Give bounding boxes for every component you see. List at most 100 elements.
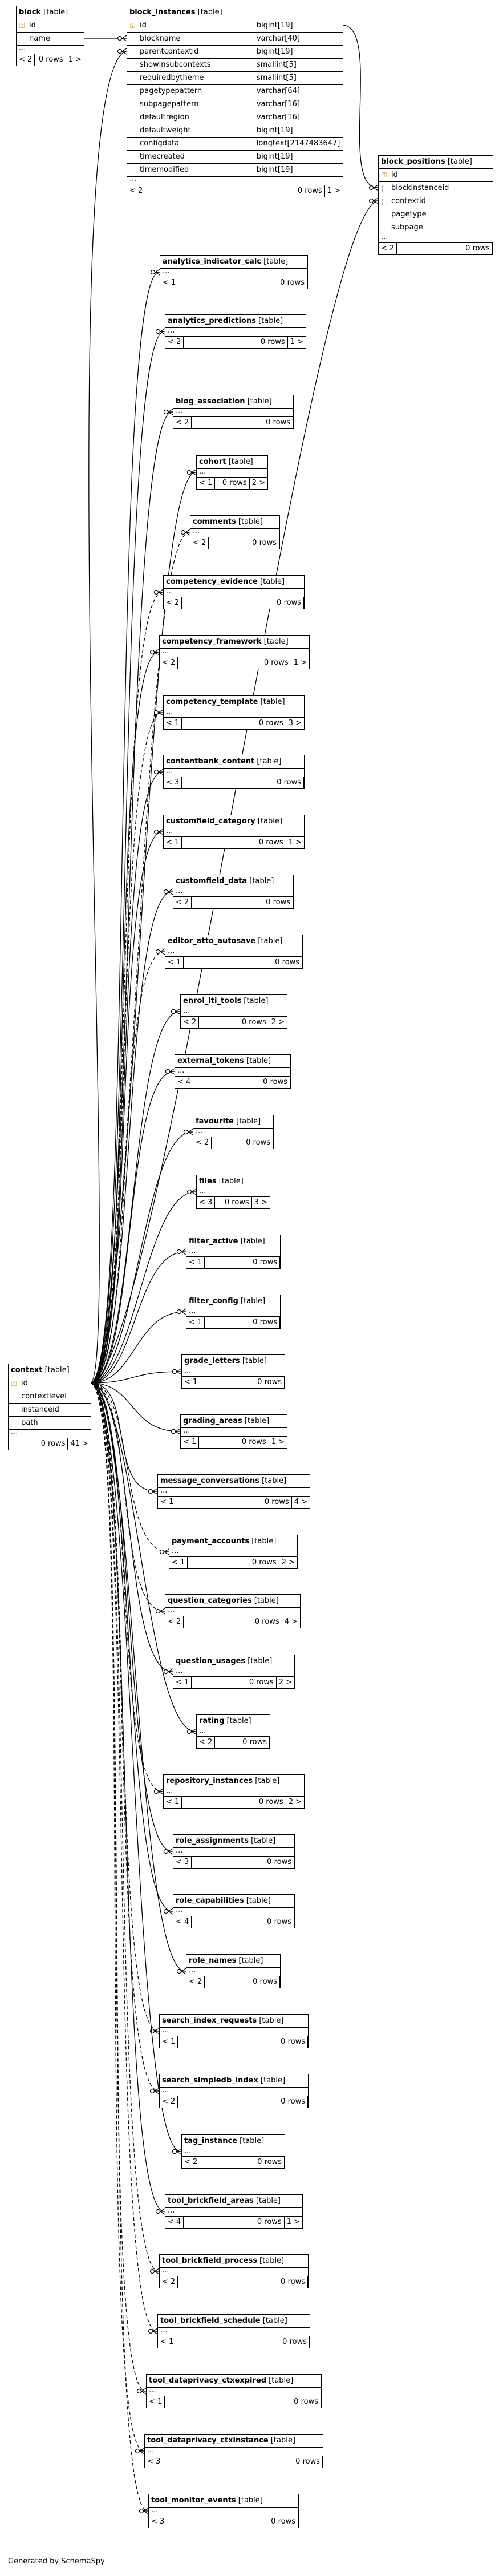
children-count[interactable]: 41 >: [70, 1439, 88, 1448]
parents-count[interactable]: < 4: [173, 1916, 192, 1928]
parents-count[interactable]: < 2: [127, 185, 146, 197]
parents-count[interactable]: < 3: [164, 777, 182, 788]
table-header[interactable]: cohort [table]: [197, 456, 267, 469]
table-header[interactable]: editor_atto_autosave [table]: [165, 935, 302, 948]
table-name[interactable]: customfield_data: [176, 877, 248, 885]
table-header[interactable]: search_simpledb_index [table]: [160, 2074, 308, 2088]
table-header[interactable]: competency_evidence [table]: [164, 576, 304, 589]
table-name[interactable]: grading_areas: [183, 1417, 242, 1425]
table-name[interactable]: customfield_category: [166, 817, 255, 826]
table-block-positions[interactable]: block_positions [table]⚿id¦blockinstance…: [378, 155, 493, 255]
table-header[interactable]: role_capabilities [table]: [173, 1895, 294, 1908]
table-name[interactable]: competency_framework: [162, 637, 262, 646]
parents-count[interactable]: < 1: [165, 957, 184, 968]
table-header[interactable]: block [table]: [17, 6, 84, 19]
table-name[interactable]: block_instances: [129, 8, 196, 17]
table-header[interactable]: competency_template [table]: [164, 696, 304, 709]
parents-count[interactable]: < 2: [160, 657, 178, 669]
table-header[interactable]: analytics_indicator_calc [table]: [160, 256, 307, 269]
table-name[interactable]: tool_dataprivacy_ctxexpired: [149, 2376, 267, 2385]
table-header[interactable]: filter_active [table]: [186, 1235, 280, 1248]
parents-count[interactable]: < 2: [164, 597, 182, 609]
parents-count[interactable]: < 2: [181, 1017, 200, 1028]
parents-count[interactable]: < 1: [164, 718, 182, 729]
parents-count[interactable]: < 2: [17, 54, 35, 66]
table-name[interactable]: cohort: [199, 458, 226, 466]
parents-count[interactable]: < 1: [158, 1497, 177, 1508]
table-header[interactable]: favourite [table]: [193, 1115, 273, 1129]
parents-count[interactable]: < 3: [197, 1197, 216, 1208]
parents-count[interactable]: < 1: [181, 1437, 200, 1448]
table-header[interactable]: message_conversations [table]: [158, 1475, 310, 1488]
table-header[interactable]: role_names [table]: [186, 1955, 280, 1968]
table-header[interactable]: comments [table]: [190, 516, 279, 529]
table-header[interactable]: tool_brickfield_process [table]: [160, 2255, 308, 2268]
table-name[interactable]: tool_brickfield_process: [162, 2256, 257, 2265]
children-count[interactable]: 4 >: [284, 1617, 298, 1626]
parents-count[interactable]: < 2: [193, 1137, 212, 1149]
table-header[interactable]: question_usages [table]: [173, 1655, 294, 1668]
parents-count[interactable]: < 2: [197, 1737, 216, 1748]
table-name[interactable]: enrol_lti_tools: [183, 997, 242, 1005]
table-tool-dataprivacy-ctxexpired[interactable]: tool_dataprivacy_ctxexpired [table]...< …: [146, 2374, 322, 2408]
table-name[interactable]: payment_accounts: [172, 1537, 250, 1546]
table-name[interactable]: tool_monitor_events: [151, 2496, 236, 2505]
table-header[interactable]: files [table]: [197, 1175, 270, 1188]
parents-count[interactable]: < 1: [164, 837, 182, 848]
table-header[interactable]: blog_association [table]: [173, 395, 293, 409]
table-name[interactable]: question_categories: [168, 1596, 252, 1605]
parents-count[interactable]: < 1: [197, 478, 216, 489]
table-header[interactable]: tool_dataprivacy_ctxinstance [table]: [145, 2435, 323, 2448]
table-header[interactable]: tool_brickfield_schedule [table]: [158, 2315, 310, 2328]
table-header[interactable]: tool_brickfield_areas [table]: [165, 2195, 302, 2208]
table-name[interactable]: blog_association: [176, 397, 245, 406]
parents-count[interactable]: < 1: [164, 1797, 182, 1808]
table-header[interactable]: repository_instances [table]: [164, 1775, 304, 1788]
table-header[interactable]: contentbank_content [table]: [164, 755, 304, 769]
table-name[interactable]: tool_dataprivacy_ctxinstance: [147, 2436, 269, 2445]
table-name[interactable]: external_tokens: [177, 1057, 244, 1065]
parents-count[interactable]: < 3: [173, 1857, 192, 1868]
table-header[interactable]: tag_instance [table]: [182, 2135, 285, 2148]
parents-count[interactable]: < 4: [175, 1077, 194, 1088]
parents-count[interactable]: < 1: [147, 2396, 165, 2408]
children-count[interactable]: 1 >: [288, 838, 302, 847]
parents-count[interactable]: < 1: [160, 2036, 178, 2048]
table-name[interactable]: message_conversations: [160, 1477, 259, 1485]
parents-count[interactable]: < 1: [169, 1557, 188, 1568]
table-name[interactable]: block: [19, 8, 42, 17]
parents-count[interactable]: < 2: [173, 417, 192, 428]
table-header[interactable]: enrol_lti_tools [table]: [181, 995, 287, 1008]
table-name[interactable]: analytics_predictions: [168, 317, 256, 325]
children-count[interactable]: 3 >: [254, 1198, 267, 1207]
table-header[interactable]: competency_framework [table]: [160, 636, 309, 649]
table-header[interactable]: tool_dataprivacy_ctxexpired [table]: [147, 2375, 321, 2388]
